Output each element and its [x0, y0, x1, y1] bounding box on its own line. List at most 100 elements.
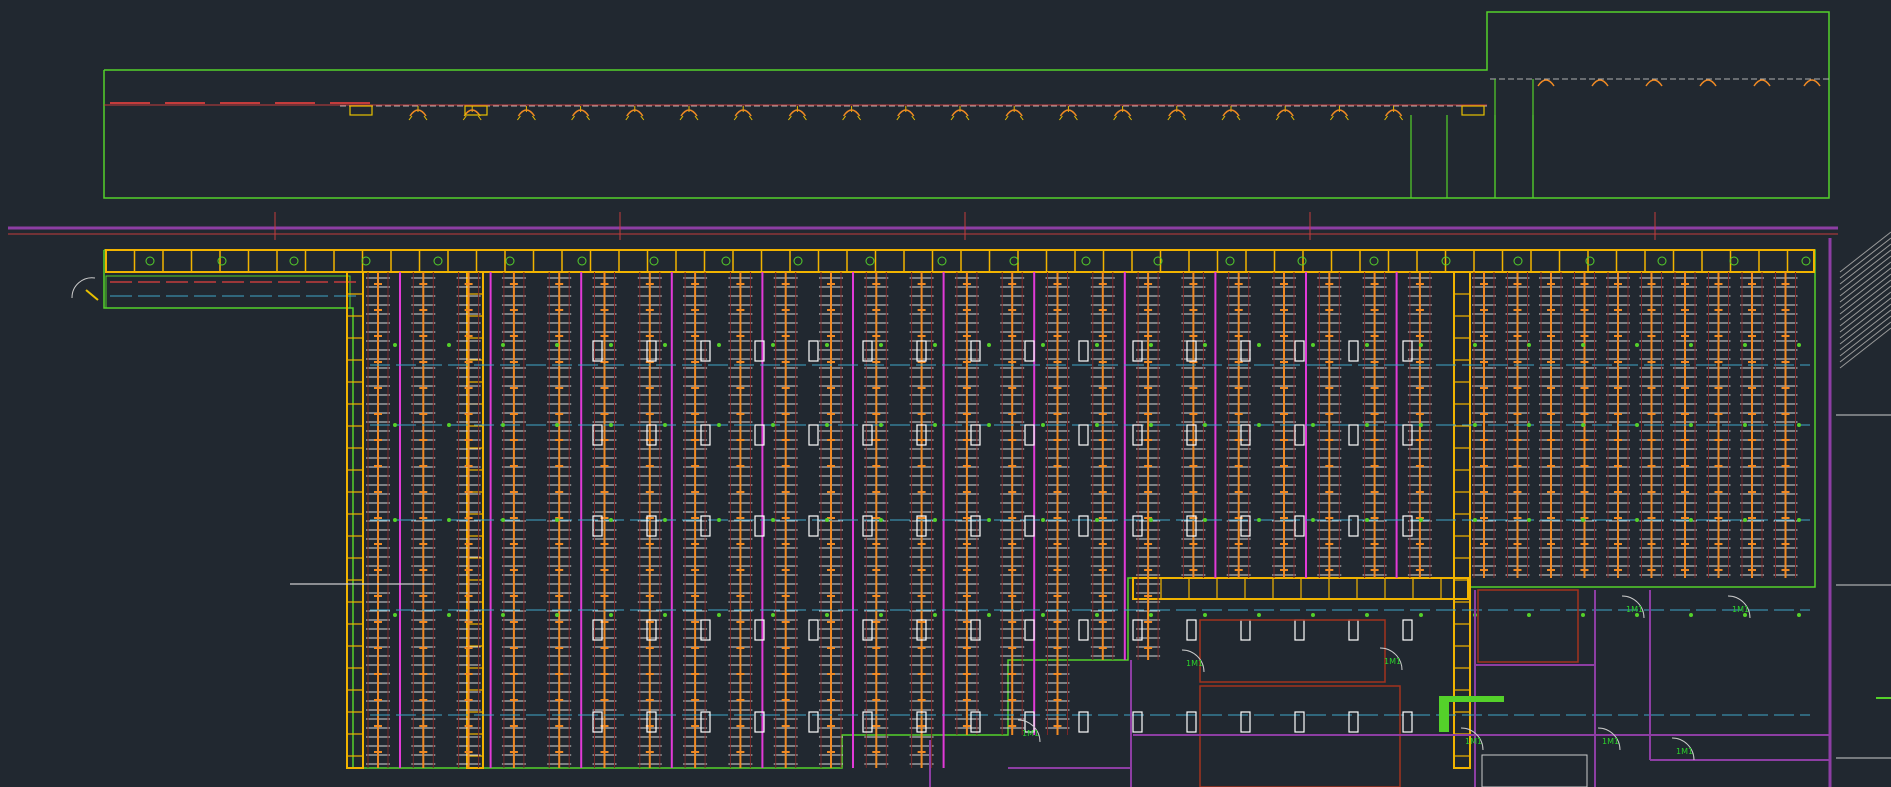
- sprinkler-box: [592, 619, 603, 641]
- marker-dot: [1203, 613, 1207, 617]
- spray-line: [1236, 115, 1241, 121]
- sprinkler-head-icon: [1384, 109, 1403, 117]
- sprinkler-box: [1132, 711, 1143, 733]
- sprinkler-box: [862, 340, 873, 362]
- sprinkler-box: [1240, 619, 1251, 641]
- sprinkler-box: [1348, 711, 1359, 733]
- marker-dot: [717, 613, 721, 617]
- sprinkler-box: [1132, 340, 1143, 362]
- stair-tread: [1839, 303, 1891, 345]
- door-tag: 1M1: [1465, 737, 1482, 746]
- marker-dot: [771, 343, 775, 347]
- room-upper: [1199, 619, 1386, 683]
- marker-dot: [1419, 343, 1423, 347]
- marker-dot: [1635, 423, 1639, 427]
- rack-row: [1706, 272, 1731, 578]
- spray-line: [1221, 115, 1226, 121]
- sprinkler-head-icon: [1059, 109, 1078, 117]
- door-tag: 1M1: [1384, 657, 1401, 666]
- marker-dot: [1365, 343, 1369, 347]
- green-stair-marker: [1439, 696, 1504, 702]
- marker-dot: [1203, 343, 1207, 347]
- marker-dot: [501, 423, 505, 427]
- marker-dot: [825, 613, 829, 617]
- door-tag: 1M1: [1186, 659, 1203, 668]
- fire-marker-icon: [505, 256, 515, 266]
- marker-dot: [987, 518, 991, 522]
- spray-line: [1290, 115, 1295, 121]
- marker-dot: [447, 518, 451, 522]
- marker-dot: [933, 518, 937, 522]
- marker-dot: [1743, 613, 1747, 617]
- fire-marker-icon: [1657, 256, 1667, 266]
- marker-dot: [609, 423, 613, 427]
- marker-dot: [1419, 423, 1423, 427]
- door-tag: 1M1: [1022, 729, 1039, 738]
- marker-dot: [1365, 423, 1369, 427]
- valve-box: [464, 105, 488, 116]
- marker-dot: [717, 343, 721, 347]
- sprinkler-head-icon: [517, 109, 536, 117]
- marker-dot: [1797, 518, 1801, 522]
- marker-dot: [1311, 423, 1315, 427]
- marker-dot: [1203, 518, 1207, 522]
- sprinkler-head-icon: [897, 109, 915, 117]
- warehouse-floor-plan: [8, 212, 1838, 787]
- marker-dot: [1797, 423, 1801, 427]
- spray-line: [517, 115, 521, 121]
- spray-line: [408, 115, 413, 121]
- sprinkler-head-icon: [1591, 79, 1609, 87]
- fire-marker-icon: [793, 256, 803, 266]
- sprinkler-head-icon: [1113, 109, 1132, 117]
- marker-dot: [771, 613, 775, 617]
- sprinkler-box: [1024, 711, 1035, 733]
- door-marker: [85, 289, 99, 301]
- fire-marker-icon: [1081, 256, 1091, 266]
- sprinkler-box: [1078, 711, 1089, 733]
- door-tag: 1M1: [1602, 737, 1619, 746]
- sprinkler-box: [700, 340, 711, 362]
- sprinkler-box: [1240, 424, 1251, 446]
- sprinkler-box: [862, 424, 873, 446]
- spray-line: [625, 115, 630, 121]
- sprinkler-box: [754, 619, 765, 641]
- marker-dot: [1473, 518, 1477, 522]
- marker-dot: [609, 613, 613, 617]
- sprinkler-box: [970, 515, 981, 537]
- rack-row: [1136, 272, 1161, 660]
- spray-line: [911, 115, 916, 121]
- door-swing-icon: [1017, 719, 1041, 743]
- marker-dot: [879, 423, 883, 427]
- stair-tread: [1839, 273, 1891, 315]
- marker-dot: [1149, 518, 1153, 522]
- fire-marker-icon: [289, 256, 299, 266]
- marker-dot: [663, 613, 667, 617]
- equipment-room: [1481, 754, 1588, 787]
- spray-line: [1330, 115, 1334, 121]
- sprinkler-elevation-section: [103, 11, 1830, 199]
- stair-tread: [1839, 255, 1891, 297]
- rack-row: [1539, 272, 1563, 578]
- sprinkler-box: [1240, 340, 1251, 362]
- sprinkler-box: [1078, 424, 1089, 446]
- sprinkler-head-icon: [626, 109, 644, 117]
- stair-tread: [1839, 231, 1891, 273]
- marker-dot: [1419, 613, 1423, 617]
- marker-dot: [663, 423, 667, 427]
- marker-dot: [1635, 518, 1639, 522]
- spray-line: [1059, 115, 1063, 121]
- sprinkler-box: [646, 424, 657, 446]
- marker-dot: [825, 423, 829, 427]
- marker-dot: [555, 613, 559, 617]
- marker-dot: [663, 343, 667, 347]
- spray-line: [1167, 115, 1172, 121]
- marker-dot: [1581, 613, 1585, 617]
- spray-line: [462, 115, 467, 121]
- sprinkler-head-icon: [1330, 109, 1349, 117]
- sprinkler-box: [1294, 619, 1305, 641]
- fire-marker-icon: [1225, 256, 1235, 266]
- fire-marker-icon: [1369, 256, 1379, 266]
- sprinkler-box: [700, 619, 711, 641]
- sprinkler-box: [1186, 619, 1197, 641]
